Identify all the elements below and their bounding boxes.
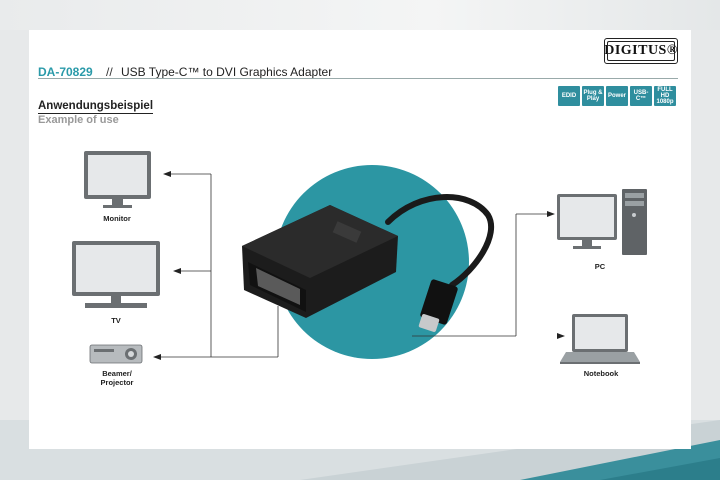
- label-pc: PC: [594, 262, 606, 271]
- label-tv: TV: [111, 316, 121, 325]
- projector-icon: [89, 344, 143, 364]
- label-projector: Beamer/ Projector: [100, 369, 134, 387]
- edid-icon: EDID: [558, 86, 580, 106]
- model-number: DA-70829: [38, 65, 93, 79]
- title-separator: //: [106, 65, 113, 79]
- left-arrowheads: [153, 171, 181, 360]
- tv-icon: [72, 241, 160, 308]
- feature-badges: EDID Plug & Play Power USB-C™ FULL HD 10…: [558, 86, 676, 106]
- pc-icon: [557, 189, 647, 255]
- plug-and-play-icon: Plug & Play: [582, 86, 604, 106]
- power-icon: Power: [606, 86, 628, 106]
- digitus-logo: DIGITUS®: [604, 38, 678, 64]
- label-monitor: Monitor: [103, 214, 131, 223]
- section-title-en: Example of use: [38, 114, 119, 126]
- header-divider: [38, 78, 678, 79]
- dvi-adapter-body: [242, 205, 398, 318]
- usb-c-cable: [385, 194, 495, 332]
- right-arrowheads: [547, 211, 565, 339]
- label-notebook: Notebook: [583, 369, 619, 378]
- right-connection-lines: [412, 213, 548, 337]
- product-title: USB Type-C™ to DVI Graphics Adapter: [121, 65, 333, 79]
- top-background: [0, 0, 720, 30]
- usb-c-icon: USB-C™: [630, 86, 652, 106]
- monitor-icon: [84, 151, 151, 208]
- section-title-de: Anwendungsbeispiel: [38, 100, 154, 114]
- left-connection-lines: [160, 173, 279, 358]
- full-hd-icon: FULL HD 1080p: [654, 86, 676, 106]
- notebook-icon: [560, 314, 640, 364]
